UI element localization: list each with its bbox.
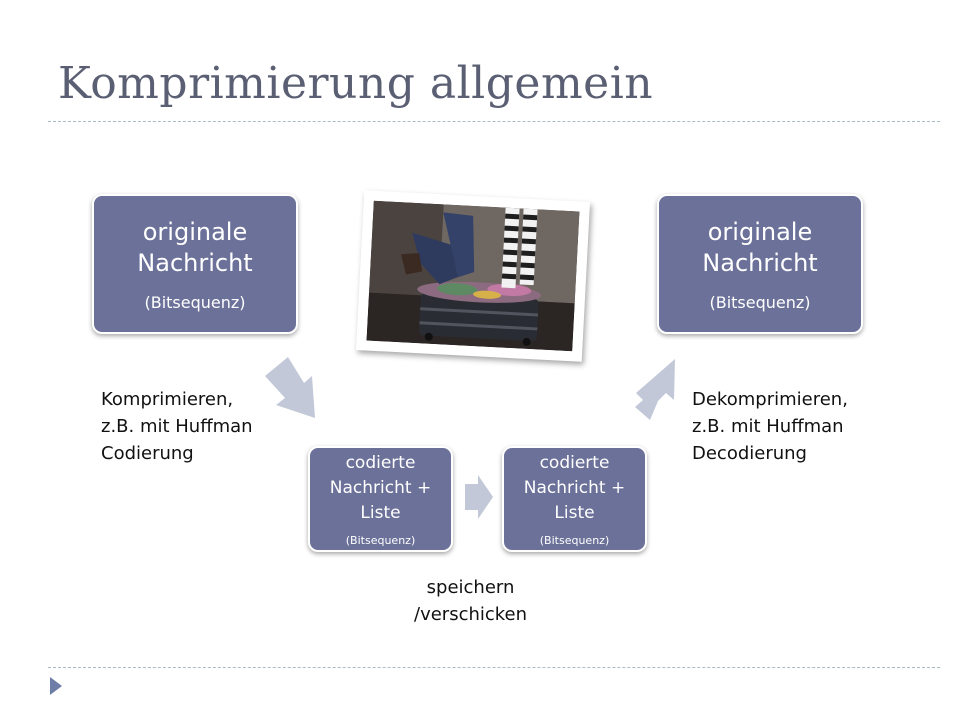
arrow-store — [465, 475, 493, 519]
footer-divider — [48, 667, 940, 668]
box-main-label: codierte Nachricht + Liste — [523, 453, 626, 523]
slide-title: Komprimierung allgemein — [58, 58, 654, 109]
caption-store: speichern /verschicken — [414, 577, 528, 625]
caption-decompress: Dekomprimieren, z.B. mit Huffman Decodie… — [692, 389, 848, 464]
caption-compress: Komprimieren, z.B. mit Huffman Codierung — [101, 389, 253, 464]
arrow-compress — [265, 357, 315, 418]
box-sub-label: (Bitsequenz) — [144, 292, 246, 312]
original-message-box-input: originale Nachricht (Bitsequenz) — [92, 194, 298, 334]
box-main-label: originale Nachricht — [702, 217, 818, 277]
suitcase-illustration-icon — [366, 200, 580, 352]
packing-suitcase-photo — [355, 190, 591, 362]
box-main-label: originale Nachricht — [137, 217, 253, 277]
box-sub-label: (Bitsequenz) — [709, 292, 811, 312]
box-main-label: codierte Nachricht + Liste — [329, 453, 432, 523]
coded-message-box-1: codierte Nachricht + Liste (Bitsequenz) — [308, 446, 453, 552]
arrow-decompress — [635, 359, 675, 420]
footer-triangle-icon — [50, 677, 62, 695]
box-sub-label: (Bitsequenz) — [345, 534, 416, 547]
title-divider — [48, 121, 940, 122]
box-sub-label: (Bitsequenz) — [539, 534, 610, 547]
original-message-box-output: originale Nachricht (Bitsequenz) — [657, 194, 863, 334]
coded-message-box-2: codierte Nachricht + Liste (Bitsequenz) — [502, 446, 647, 552]
